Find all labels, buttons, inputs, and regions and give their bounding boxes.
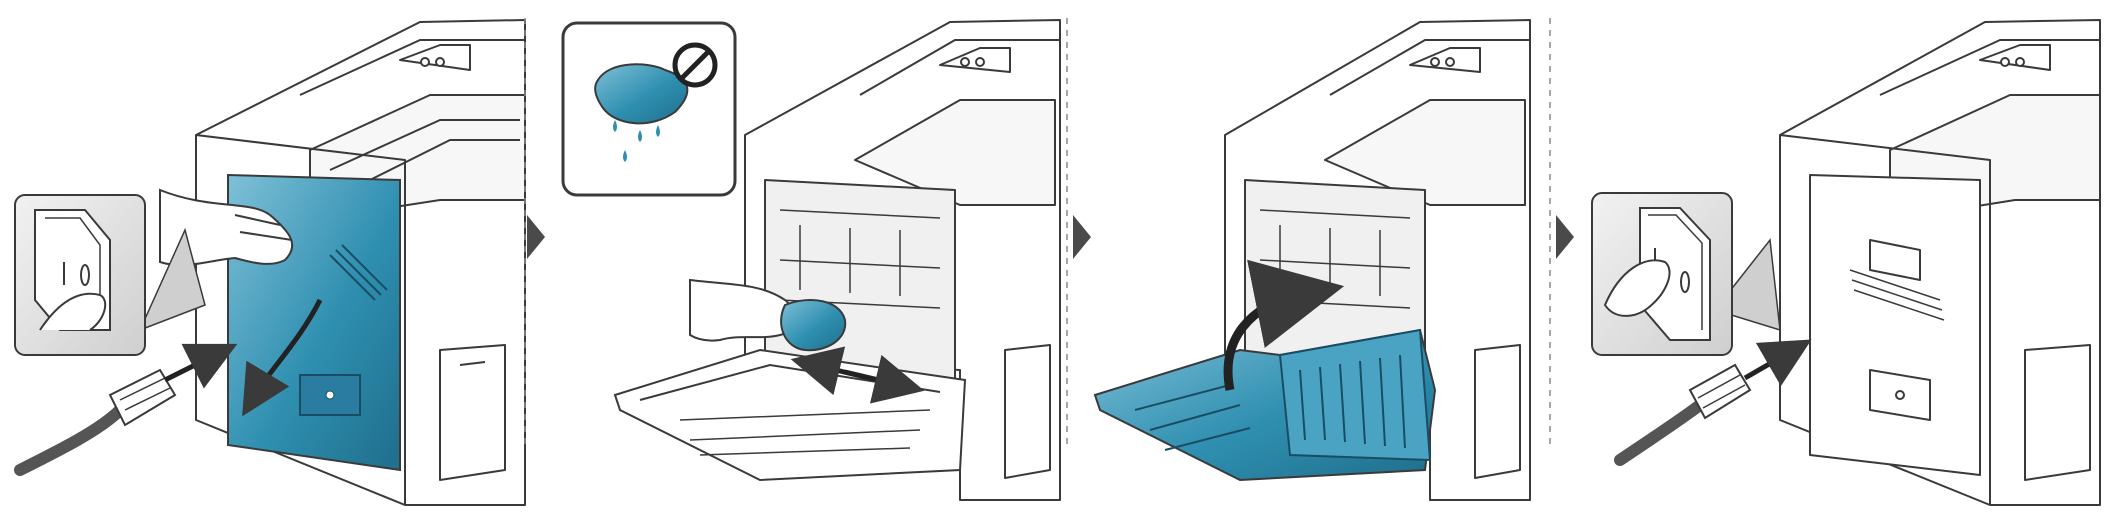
power-switch-callout [14, 194, 206, 356]
printer-illustration [1779, 19, 2101, 506]
caution-callout [561, 21, 737, 197]
hand-icon [689, 278, 797, 342]
step-1-panel [14, 19, 526, 506]
hand-icon [159, 188, 294, 266]
step-arrow-icon [1073, 215, 1091, 259]
step-3-panel [1093, 19, 1531, 501]
wipe-direction-icon [790, 346, 925, 404]
power-switch-callout [1591, 192, 1781, 356]
cloth-icon [780, 299, 847, 352]
wet-cloth-icon [594, 63, 689, 162]
power-switch-icon [1639, 207, 1711, 341]
step-arrow-icon [527, 215, 545, 259]
rear-cover-close-icon [1093, 259, 1437, 482]
step-2-panel [561, 19, 1061, 501]
step-arrow-icon [1556, 215, 1574, 259]
step-4-panel [1591, 19, 2101, 506]
power-cable-icon [14, 343, 238, 476]
power-cable-icon [1614, 339, 1812, 466]
prohibited-icon [672, 42, 718, 88]
